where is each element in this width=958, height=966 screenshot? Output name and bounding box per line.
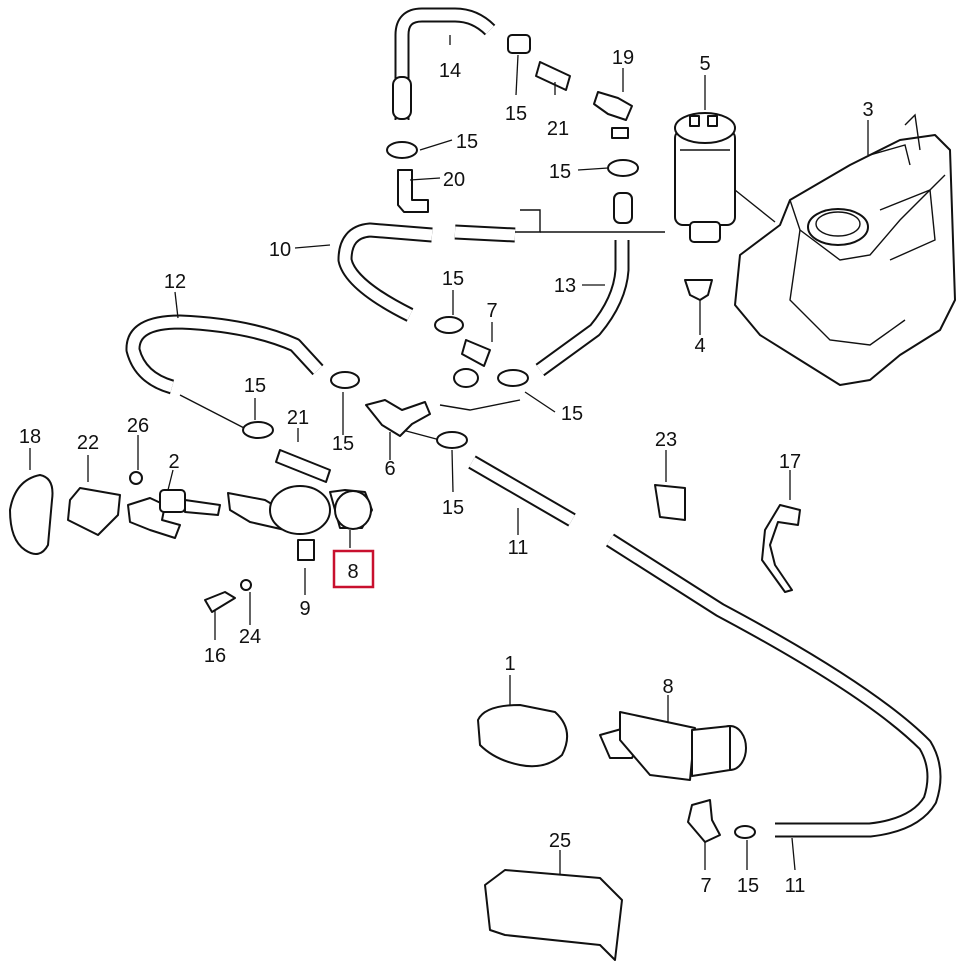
part-label-15: 15 <box>505 103 527 125</box>
part-label-8: 8 <box>347 561 358 583</box>
part-label-24: 24 <box>239 626 261 648</box>
part-label-13: 13 <box>554 275 576 297</box>
part-label-22: 22 <box>77 432 99 454</box>
part-label-23: 23 <box>655 429 677 451</box>
part-label-26: 26 <box>127 415 149 437</box>
part-label-15: 15 <box>456 131 478 153</box>
part-label-2: 2 <box>168 451 179 473</box>
leader-lines <box>29 35 869 875</box>
part-label-11: 11 <box>785 875 806 897</box>
part-label-15: 15 <box>244 375 266 397</box>
part-label-21: 21 <box>547 118 569 140</box>
part-label-11: 11 <box>508 537 529 559</box>
part-label-4: 4 <box>694 335 705 357</box>
connectors <box>242 34 639 483</box>
part-label-7: 7 <box>486 300 497 322</box>
part-label-19: 19 <box>612 47 634 69</box>
part-label-6: 6 <box>384 458 395 480</box>
part-label-21: 21 <box>287 407 309 429</box>
grommet <box>684 279 713 301</box>
part-label-9: 9 <box>299 598 310 620</box>
part-label-14: 14 <box>439 60 461 82</box>
part-label-3: 3 <box>862 99 873 121</box>
part-label-15: 15 <box>332 433 354 455</box>
part-label-12: 12 <box>164 271 186 293</box>
left-nozzle-assembly <box>9 471 373 613</box>
hose-lines <box>125 7 942 838</box>
part-label-18: 18 <box>19 426 41 448</box>
part-label-15: 15 <box>442 268 464 290</box>
part-label-15: 15 <box>561 403 583 425</box>
part-labels: 14 19 5 3 15 21 15 20 15 10 13 15 7 4 12… <box>19 47 874 897</box>
part-label-7: 7 <box>700 875 711 897</box>
washer-pump <box>674 112 776 243</box>
nozzle-cover-assembly <box>477 704 756 843</box>
part-label-15: 15 <box>442 497 464 519</box>
bracket-17 <box>761 504 801 593</box>
part-label-16: 16 <box>204 645 226 667</box>
part-label-5: 5 <box>699 53 710 75</box>
part-label-20: 20 <box>443 169 465 191</box>
part-label-10: 10 <box>269 239 291 261</box>
part-label-15: 15 <box>549 161 571 183</box>
highlight-box-part-8 <box>332 549 375 589</box>
trim-25 <box>484 869 623 961</box>
part-label-15: 15 <box>737 875 759 897</box>
part-label-1: 1 <box>504 653 515 675</box>
washer-reservoir <box>734 113 956 386</box>
clip-23 <box>654 484 686 521</box>
part-label-17: 17 <box>779 451 801 473</box>
part-label-25: 25 <box>549 830 571 852</box>
part-label-8: 8 <box>662 676 673 698</box>
